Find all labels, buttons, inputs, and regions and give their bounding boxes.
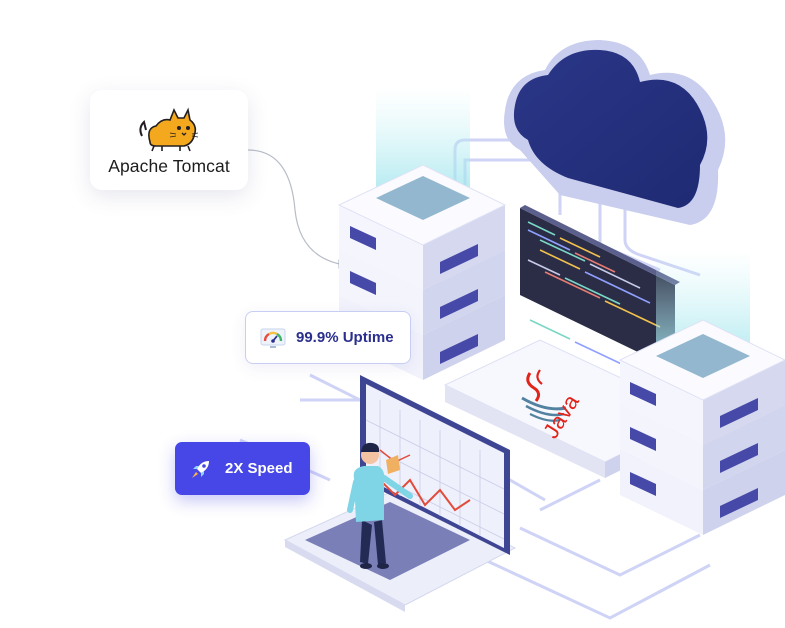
tomcat-cat-logo-icon [139,107,199,151]
tomcat-card: Apache Tomcat [90,90,248,190]
tomcat-label: Apache Tomcat [108,155,230,176]
laptop [283,375,517,612]
speed-badge: 2X Speed [175,442,310,495]
rocket-icon [192,460,209,478]
speed-gauge-icon [260,328,286,348]
uptime-badge: 99.9% Uptime [245,311,411,364]
cloud-icon [504,40,726,225]
speed-label: 2X Speed [225,460,293,477]
uptime-label: 99.9% Uptime [296,329,394,346]
server-left [337,88,507,380]
tomcat-connector [247,149,346,266]
server-right [618,250,785,535]
code-monitor [520,205,680,370]
java-cup-icon [521,369,567,422]
presenter-person [347,442,413,569]
